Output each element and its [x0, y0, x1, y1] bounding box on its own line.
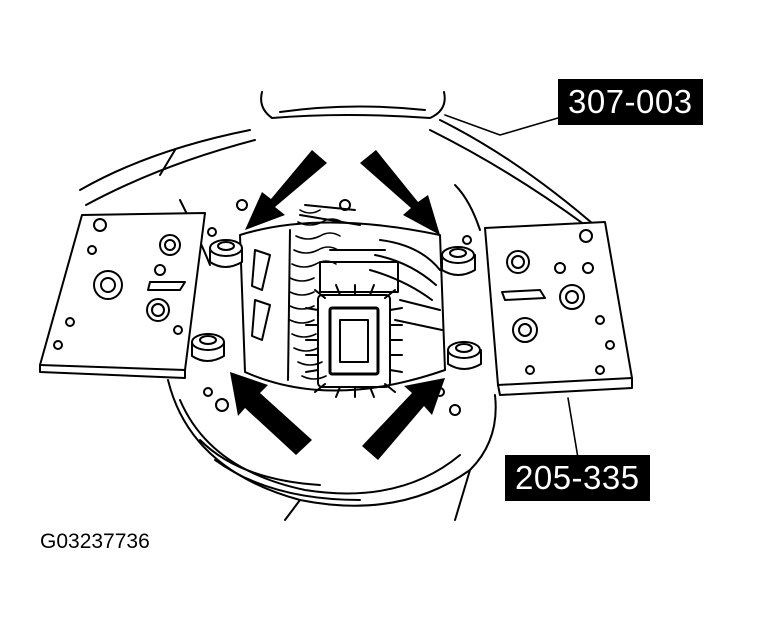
tool-callout-307-003: 307-003 — [558, 79, 703, 125]
bolt-top-right — [441, 246, 476, 276]
spring-coils — [289, 209, 343, 380]
arrow-bottom-left — [230, 372, 312, 455]
bolt-bottom-right — [447, 341, 482, 370]
leader-line-top — [444, 114, 559, 136]
left-plate — [39, 212, 206, 379]
right-plate — [484, 221, 633, 396]
figure-id-label: G03237736 — [40, 530, 150, 553]
leader-line-bottom — [567, 397, 579, 459]
bolt-bottom-left — [191, 333, 225, 362]
central-module — [305, 249, 403, 398]
arrow-top-right — [360, 150, 440, 235]
valve-body — [203, 199, 472, 416]
arrow-top-left — [245, 150, 327, 230]
tool-callout-205-335: 205-335 — [505, 455, 650, 501]
bolt-top-left — [209, 239, 243, 268]
arrow-bottom-right — [362, 378, 445, 460]
